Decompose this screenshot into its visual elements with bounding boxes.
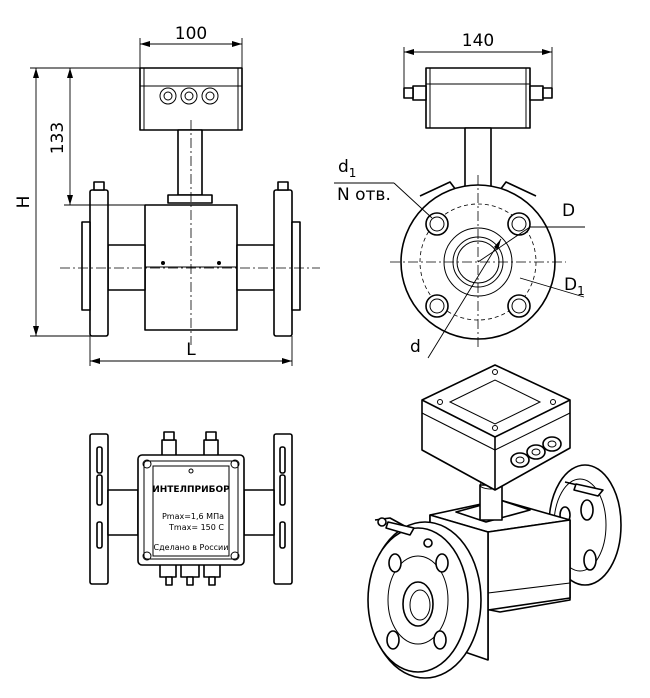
dim-140-label: 140 [462,31,494,51]
label-D1: D1 [564,275,585,298]
nameplate [152,465,230,557]
side-view: 100 133 H L [14,24,320,366]
nameplate-tmax: Tmax= 150 С [168,523,224,532]
side-terminal-box [139,67,243,131]
cable-gland-icon [159,87,219,105]
top-terminal-box [137,454,245,566]
side-stem [177,129,203,196]
dim-L-label: L [186,340,196,360]
label-n-holes: N отв. [337,185,391,205]
side-gland-icon [403,85,553,101]
end-terminal-box [425,67,531,129]
side-flange-right [273,189,293,337]
dim-100-label: 100 [175,24,207,44]
iso-flange-left [367,517,482,679]
nameplate-pmax: Pmax=1,6 МПа [162,512,224,521]
label-d: d [410,337,421,357]
iso-gland-icon [510,436,562,468]
isometric-view [367,364,622,679]
dim-133-label: 133 [48,122,68,154]
end-view: 140 d1 N отв. D D1 d [334,31,585,359]
label-D: D [562,201,575,221]
top-gland-icon [161,431,219,459]
iso-terminal-box [421,364,571,491]
dim-H-label: H [14,196,34,209]
bottom-gland-icon [159,562,221,586]
side-flange-left [89,189,109,337]
top-view: ИНТЕЛПРИБОР Pmax=1,6 МПа Tmax= 150 С Сде… [89,431,293,586]
label-d1: d1 [338,157,356,180]
bolt-hole-icon [425,212,531,318]
nameplate-brand: ИНТЕЛПРИБОР [152,485,230,495]
nameplate-made: Сделано в России [154,543,229,552]
